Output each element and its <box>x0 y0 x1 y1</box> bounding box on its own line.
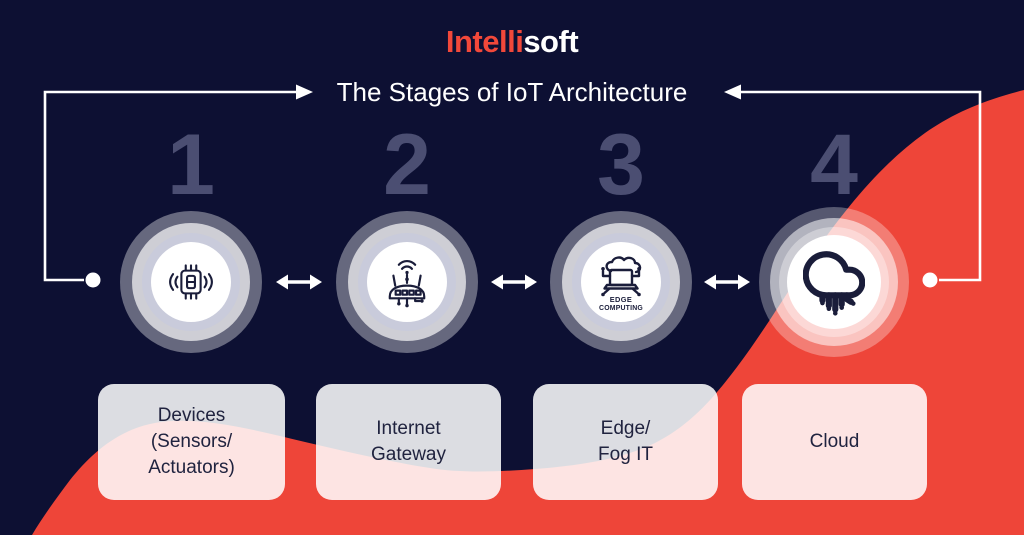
circle-core: EDGE COMPUTING <box>581 242 661 322</box>
stage-card-edge: Edge/ Fog IT <box>533 384 718 500</box>
stage-card-devices: Devices (Sensors/ Actuators) <box>98 384 285 500</box>
right-bracket-line <box>741 90 982 282</box>
stage-circle-gateway <box>336 211 478 353</box>
logo-text-primary: Intelli <box>445 24 524 59</box>
bidirectional-arrow-3-4 <box>704 274 750 290</box>
bidirectional-arrow-1-2 <box>276 274 322 290</box>
stage-card-cloud: Cloud <box>742 384 927 500</box>
bidirectional-arrow-2-3 <box>491 274 537 290</box>
circle-core <box>151 242 231 322</box>
stage-card-label: Internet Gateway <box>371 418 446 465</box>
right-endpoint-dot <box>922 272 938 288</box>
logo-text-secondary: soft <box>523 24 579 59</box>
stage-circle-cloud <box>759 207 909 357</box>
stage-number-4: 4 <box>810 117 858 213</box>
stage-card-label: Devices (Sensors/ Actuators) <box>148 405 235 478</box>
stage-circle-edge: EDGE COMPUTING <box>550 211 692 353</box>
stage-number-2: 2 <box>383 117 431 213</box>
circle-core <box>787 235 881 329</box>
left-arrowhead-icon <box>296 84 313 100</box>
left-bracket-line <box>43 90 296 282</box>
stage-card-gateway: Internet Gateway <box>316 384 501 500</box>
cloud-computing-icon <box>803 250 865 316</box>
edge-caption-line1: EDGE <box>610 295 633 304</box>
edge-computing-icon: EDGE COMPUTING <box>599 256 643 312</box>
microchip-sensor-icon <box>169 264 213 300</box>
stage-number-3: 3 <box>597 117 645 213</box>
circle-core <box>367 242 447 322</box>
wifi-router-icon <box>388 259 426 308</box>
stage-card-label: Edge/ Fog IT <box>598 418 653 465</box>
intellisoft-logo: Intellisoft <box>0 24 1024 60</box>
edge-caption-line2: COMPUTING <box>599 305 643 312</box>
stage-circle-devices <box>120 211 262 353</box>
left-endpoint-dot <box>85 272 101 288</box>
right-arrowhead-icon <box>724 84 741 100</box>
stage-number-1: 1 <box>167 117 215 213</box>
stage-card-label: Cloud <box>809 431 860 452</box>
diagram-title: The Stages of IoT Architecture <box>336 77 688 107</box>
